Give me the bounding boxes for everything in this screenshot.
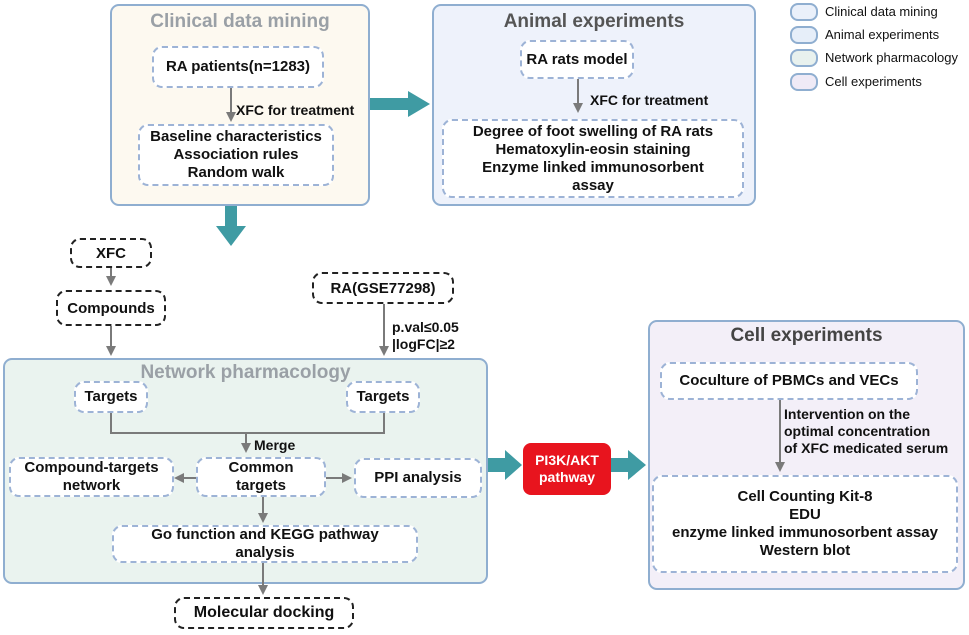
animal-method-foot-swelling: Degree of foot swelling of RA rats — [472, 122, 714, 140]
coculture-box: Coculture of PBMCs and VECs — [660, 362, 918, 400]
targets-left-box: Targets — [74, 381, 148, 413]
animal-method-elisa-1: Enzyme linked immunosorbent — [482, 158, 704, 176]
legend-label-cell: Cell experiments — [825, 74, 922, 89]
clinical-to-animal-arrow — [370, 91, 430, 117]
legend-label-animal: Animal experiments — [825, 27, 940, 42]
clinical-treatment-label: XFC for treatment — [236, 102, 355, 118]
animal-method-elisa-2: assay — [572, 176, 614, 194]
targets-merge-bracket — [110, 413, 385, 434]
pi3k-akt-pathway-box: PI3K/AKT pathway — [523, 443, 611, 495]
compound-targets-network-box: Compound-targets network — [9, 457, 174, 497]
intervention-line1: Intervention on the — [784, 406, 910, 422]
clinical-methods-box: Baseline characteristics Association rul… — [138, 124, 334, 186]
cell-method-elisa: enzyme linked immunosorbent assay — [672, 524, 938, 541]
molecular-docking-box: Molecular docking — [174, 597, 354, 629]
cell-method-edu: EDU — [789, 506, 821, 523]
targets-right-box: Targets — [346, 381, 420, 413]
go-kegg-line1: Go function and KEGG pathway — [151, 526, 379, 543]
merge-label: Merge — [254, 437, 296, 453]
clinical-method-association: Association rules — [173, 146, 299, 163]
ra-patients-box: RA patients(n=1283) — [152, 46, 324, 88]
legend-label-network: Network pharmacology — [825, 50, 958, 65]
deg-filter-label: p.val≤0.05 |logFC|≥2 — [392, 319, 459, 353]
xfc-box: XFC — [70, 238, 152, 268]
clinical-panel-title: Clinical data mining — [150, 11, 330, 32]
animal-method-he-staining: Hematoxylin-eosin staining — [495, 140, 691, 158]
animal-panel-title: Animal experiments — [503, 11, 685, 32]
animal-methods-box: Degree of foot swelling of RA rats Hemat… — [442, 119, 744, 198]
cell-methods-box: Cell Counting Kit-8 EDU enzyme linked im… — [652, 475, 958, 573]
ppi-analysis-box: PPI analysis — [354, 458, 482, 498]
legend-swatch-clinical — [790, 3, 818, 21]
cell-method-cck8: Cell Counting Kit-8 — [737, 488, 873, 505]
intervention-label: Intervention on the optimal concentratio… — [784, 406, 964, 457]
common-targets-line2: targets — [235, 477, 287, 494]
network-panel-title: Network pharmacology — [140, 362, 351, 383]
common-targets-line1: Common — [228, 459, 294, 476]
go-kegg-line2: analysis — [235, 544, 295, 561]
intervention-line3: of XFC medicated serum — [784, 440, 949, 456]
go-kegg-box: Go function and KEGG pathway analysis — [112, 525, 418, 563]
legend-swatch-cell — [790, 73, 818, 91]
pathway-line1: PI3K/AKT — [535, 452, 599, 468]
cell-method-western: Western blot — [759, 542, 851, 559]
deg-filter-logfc: |logFC|≥2 — [392, 336, 455, 352]
legend-swatch-animal — [790, 26, 818, 44]
network-to-pathway-arrow — [488, 450, 522, 480]
clinical-method-randomwalk: Random walk — [187, 164, 285, 181]
legend-label-clinical: Clinical data mining — [825, 4, 938, 19]
clinical-to-network-arrow — [216, 206, 246, 246]
animal-treatment-label: XFC for treatment — [590, 92, 709, 108]
compounds-box: Compounds — [56, 290, 166, 326]
common-targets-box: Common targets — [196, 457, 326, 497]
cell-panel-title: Cell experiments — [730, 325, 883, 346]
clinical-method-baseline: Baseline characteristics — [150, 128, 322, 145]
compound-network-line1: Compound-targets — [24, 459, 159, 476]
deg-filter-pval: p.val≤0.05 — [392, 319, 459, 335]
ra-rats-model-box: RA rats model — [520, 40, 634, 79]
intervention-line2: optimal concentration — [784, 423, 931, 439]
ra-dataset-box: RA(GSE77298) — [312, 272, 454, 304]
compound-network-line2: network — [62, 477, 121, 494]
pathway-line2: pathway — [538, 469, 595, 485]
legend-swatch-network — [790, 49, 818, 67]
pathway-to-cell-arrow — [610, 450, 646, 480]
